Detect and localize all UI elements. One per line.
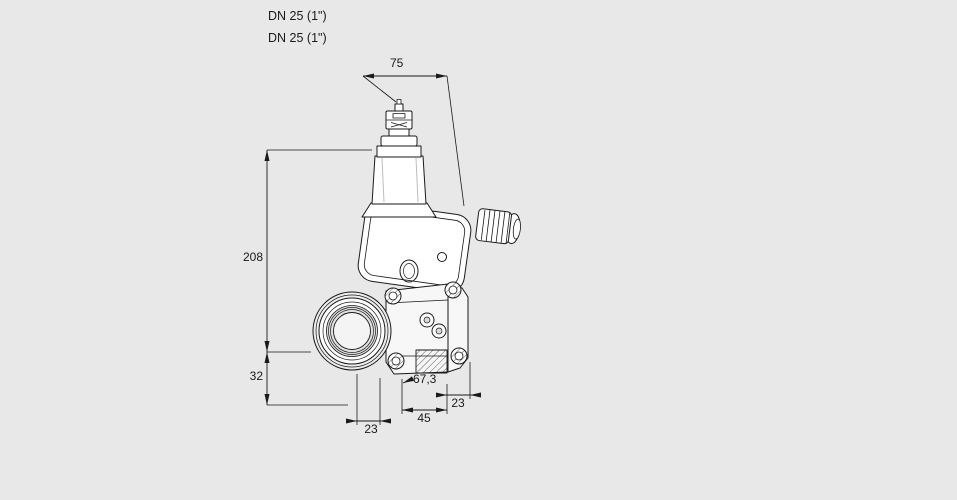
flange-port <box>312 291 392 371</box>
mounting-screws <box>384 281 468 370</box>
valve-drawing <box>312 99 521 375</box>
dim-208-label: 208 <box>243 250 263 264</box>
dn-label-bottom: DN 25 (1") <box>268 31 327 45</box>
dim-32: 32 <box>250 352 348 406</box>
screw-icon <box>450 347 468 365</box>
dn-label-top: DN 25 (1") <box>268 9 327 23</box>
valve-body <box>385 283 469 375</box>
solenoid-actuator <box>361 128 437 218</box>
adjustment-knob <box>475 208 521 245</box>
screw-icon <box>387 352 405 370</box>
dim-32-label: 32 <box>250 369 264 383</box>
electrical-connector <box>385 99 413 130</box>
dim-67-3-label: 67,3 <box>413 372 437 386</box>
dim-75-label: 75 <box>390 56 404 70</box>
dim-45: 45 <box>401 379 448 425</box>
housing-screw-icon <box>437 252 447 262</box>
screw-icon <box>384 287 402 305</box>
dim-45-label: 45 <box>417 411 431 425</box>
section-hatch <box>415 349 448 374</box>
housing-port-inner <box>403 263 415 279</box>
dim-23-left: 23 <box>346 374 391 436</box>
dim-75: 75 <box>362 56 465 207</box>
screw-icon <box>444 281 462 299</box>
dim-23-left-label: 23 <box>364 422 378 436</box>
dim-23-right: 23 <box>436 362 481 410</box>
dim-67-3: 67,3 <box>402 372 437 386</box>
dim-208: 208 <box>243 149 372 353</box>
housing-port-icon <box>399 259 419 283</box>
dimension-annotations: DN 25 (1") DN 25 (1") 75 208 32 <box>243 9 481 436</box>
dim-23-right-label: 23 <box>451 396 465 410</box>
